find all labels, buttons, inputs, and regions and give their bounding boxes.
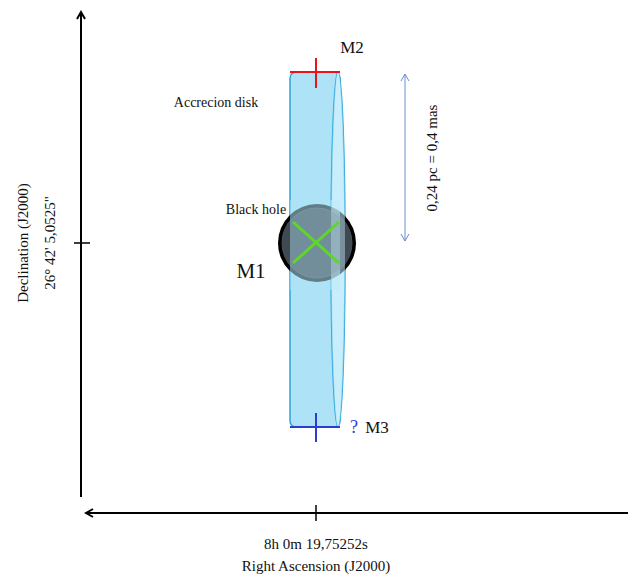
axis-title: Right Ascension (J2000): [242, 558, 390, 575]
uncertain-mark: ?: [350, 418, 358, 438]
marker-label: M3: [365, 419, 389, 438]
m1-marker: [293, 222, 339, 263]
marker-label: M2: [340, 39, 364, 58]
scale-arrow: [405, 74, 406, 241]
part-label: Black hole: [226, 202, 286, 217]
m2-marker: [290, 58, 340, 88]
part-label: Accrecion disk: [174, 95, 258, 110]
marker-label: M1: [236, 260, 265, 283]
axis-title: Declination (J2000): [15, 183, 32, 303]
declination-axis: [80, 12, 82, 497]
axis-value: 8h 0m 19,75252s: [264, 536, 368, 553]
ra-axis: [86, 512, 628, 514]
axis-tick: [74, 242, 90, 244]
axis-tick: [315, 505, 317, 521]
black-hole: [278, 72, 356, 427]
axis-value: 26° 42' 5,0525": [42, 196, 59, 290]
scale-label: 0,24 pc = 0,4 mas: [424, 105, 441, 212]
m3-marker: [290, 413, 340, 442]
